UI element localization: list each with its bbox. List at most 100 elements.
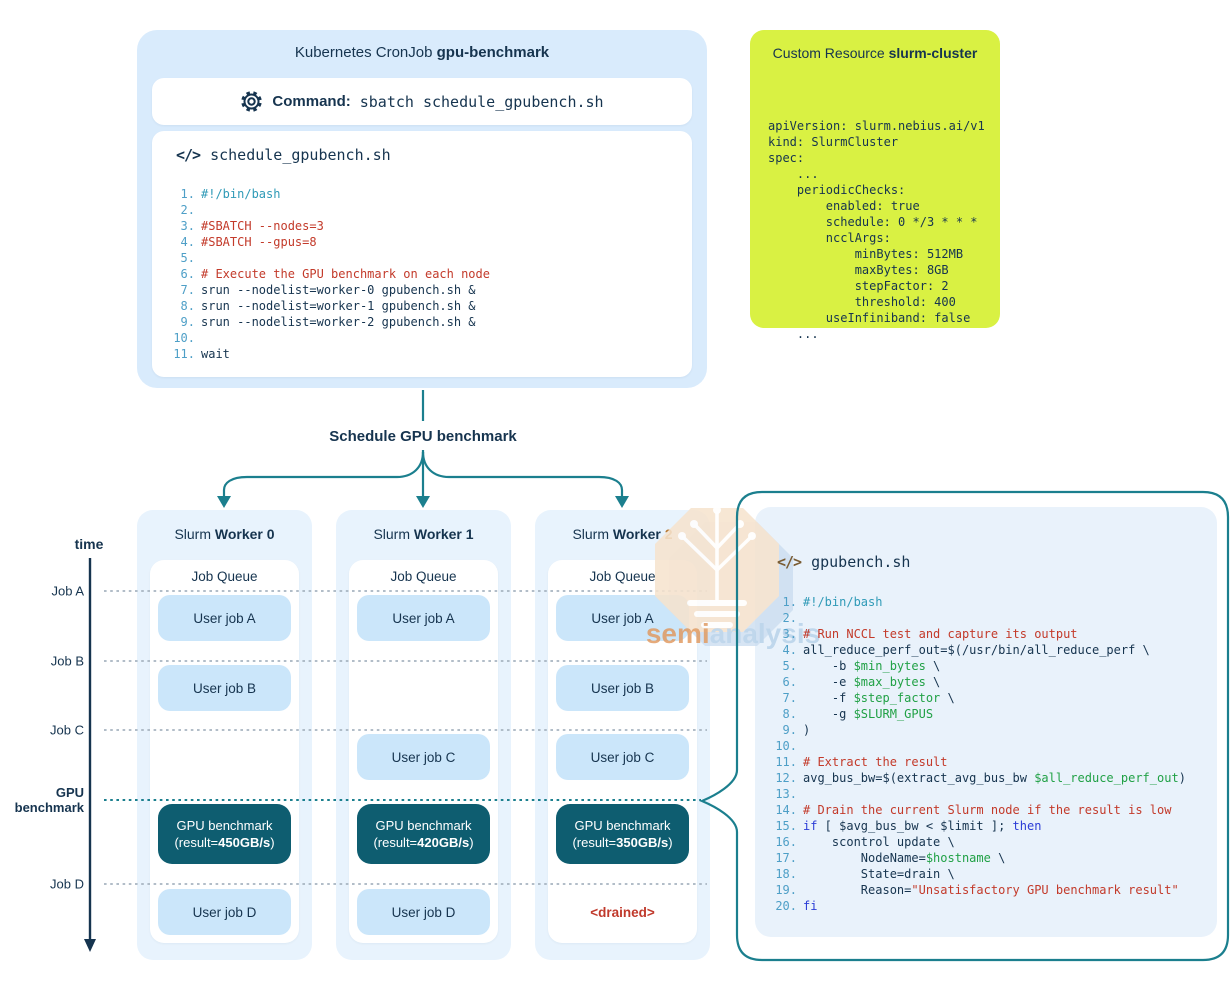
job-queue-title: Job Queue [589,569,656,584]
line-number: 20. [775,899,797,913]
line-number: 3. [180,219,195,233]
code-line: 9.) [767,722,1186,738]
code-line: 11.wait [169,346,490,362]
code-line: 7. -f $step_factor \ [767,690,1186,706]
gpubench-script-name: gpubench.sh [811,553,911,571]
line-number: 8. [180,299,195,313]
yaml-line: stepFactor: 2 [768,279,949,293]
code-line: 3.#SBATCH --nodes=3 [169,218,490,234]
code-line: 4.#SBATCH --gpus=8 [169,234,490,250]
arrowhead-worker2 [615,496,629,508]
yaml-line: ... [768,327,819,341]
line-number: 18. [775,867,797,881]
code-line: 6. -e $max_bytes \ [767,674,1186,690]
drained-label: <drained> [590,904,655,920]
code-line: 6.# Execute the GPU benchmark on each no… [169,266,490,282]
yaml-line: schedule: 0 */3 * * * [768,215,978,229]
code-line: 14.# Drain the current Slurm node if the… [767,802,1186,818]
job-queue-title: Job Queue [191,569,258,584]
code-line: 17. NodeName=$hostname \ [767,850,1186,866]
code-line: 5. -b $min_bytes \ [767,658,1186,674]
user-job-box: User job A [158,595,291,641]
line-number: 5. [180,251,195,265]
code-line: 19. Reason="Unsatisfactory GPU benchmark… [767,882,1186,898]
gpu-benchmark-box: GPU benchmark(result=350GB/s) [556,804,689,864]
code-line: 20.fi [767,898,1186,914]
crd-title-prefix: Custom Resource [772,45,889,61]
line-number: 4. [180,235,195,249]
line-number: 5. [782,659,797,673]
benchmark-result-value: 350GB/s [616,835,669,850]
code-line: 11.# Extract the result [767,754,1186,770]
yaml-line: minBytes: 512MB [768,247,964,261]
cronjob-title: Kubernetes CronJob gpu-benchmark [137,44,707,61]
user-job-box: User job A [556,595,689,641]
code-line: 16. scontrol update \ [767,834,1186,850]
yaml-line: maxBytes: 8GB [768,263,949,277]
time-axis-label: time [74,536,104,552]
code-line: 13. [767,786,1186,802]
line-number: 10. [775,739,797,753]
line-number: 2. [180,203,195,217]
line-number: 6. [782,675,797,689]
user-job-box: User job C [357,734,490,780]
axis-label-gpu-benchmark: GPU benchmark [14,785,84,815]
code-line: 10. [767,738,1186,754]
arrowhead-worker1 [416,496,430,508]
command-bar: Command: sbatch schedule_gpubench.sh [152,78,692,125]
job-queue-title: Job Queue [390,569,457,584]
yaml-line: enabled: true [768,199,920,213]
code-line: 9.srun --nodelist=worker-2 gpubench.sh & [169,314,490,330]
user-job-box: User job C [556,734,689,780]
arrowhead-worker0 [217,496,231,508]
time-axis-arrowhead [84,939,96,952]
gpu-benchmark-box: GPU benchmark(result=420GB/s) [357,804,490,864]
benchmark-result-value: 450GB/s [218,835,271,850]
code-line: 2. [169,202,490,218]
code-line: 4.all_reduce_perf_out=$(/usr/bin/all_red… [767,642,1186,658]
worker-title: Slurm Worker 0 [174,526,275,542]
code-line: 5. [169,250,490,266]
axis-label-job-c: Job C [50,722,84,738]
code-line: 10. [169,330,490,346]
custom-resource-box: Custom Resource slurm-cluster apiVersion… [750,30,1000,341]
line-number: 1. [782,595,797,609]
gpu-benchmark-box: GPU benchmark(result=450GB/s) [158,804,291,864]
yaml-line: useInfiniband: false [768,311,971,325]
line-number: 8. [782,707,797,721]
line-number: 4. [782,643,797,657]
line-number: 14. [775,803,797,817]
yaml-line: periodicChecks: [768,183,906,197]
axis-label-job-a: Job A [51,583,84,599]
cronjob-title-name: gpu-benchmark [436,44,550,61]
gear-icon [240,90,263,113]
code-icon: </> [176,146,201,164]
command-value: sbatch schedule_gpubench.sh [359,92,604,111]
custom-resource-title: Custom Resource slurm-cluster [750,45,1000,61]
line-number: 7. [180,283,195,297]
cronjob-title-prefix: Kubernetes CronJob [294,44,437,61]
yaml-line: spec: [768,151,805,165]
schedule-arrow-label: Schedule GPU benchmark [329,428,517,445]
user-job-box: User job B [158,665,291,711]
line-number: 6. [180,267,195,281]
line-number: 2. [782,611,797,625]
cronjob-box: Kubernetes CronJob gpu-benchmark Command… [137,30,707,388]
code-line: 15.if [ $avg_bus_bw < $limit ]; then [767,818,1186,834]
axis-label-job-b: Job B [50,653,84,669]
user-job-box: User job B [556,665,689,711]
line-number: 3. [782,627,797,641]
line-number: 17. [775,851,797,865]
line-number: 7. [782,691,797,705]
user-job-box: User job D [357,889,490,935]
line-number: 1. [180,187,195,201]
